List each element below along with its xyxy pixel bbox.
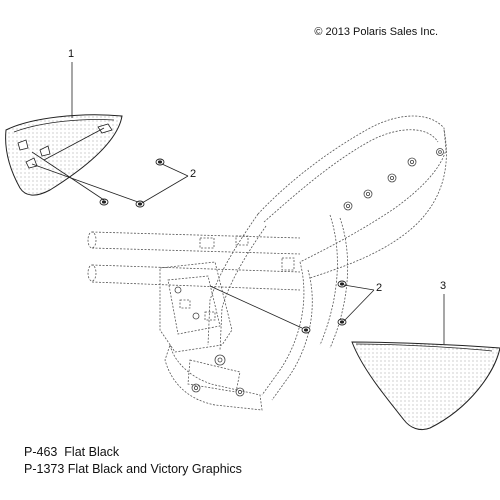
legend-line-1: P-463 Flat Black [24,445,120,459]
callout-1: 1 [68,48,75,60]
leader-lines [31,62,445,344]
grommets [99,158,347,334]
paint-legend: P-463 Flat Black P-1373 Flat Black and V… [24,444,242,478]
callout-2-lower: 2 [376,282,383,294]
side-cover-right [351,341,500,431]
legend-line-2: P-1373 Flat Black and Victory Graphics [24,462,242,476]
side-cover-left [5,114,123,196]
callout-2-upper: 2 [190,168,197,180]
copyright-notice: © 2013 Polaris Sales Inc. [314,26,438,38]
frame-bosses [174,148,444,397]
callout-3: 3 [440,280,447,292]
